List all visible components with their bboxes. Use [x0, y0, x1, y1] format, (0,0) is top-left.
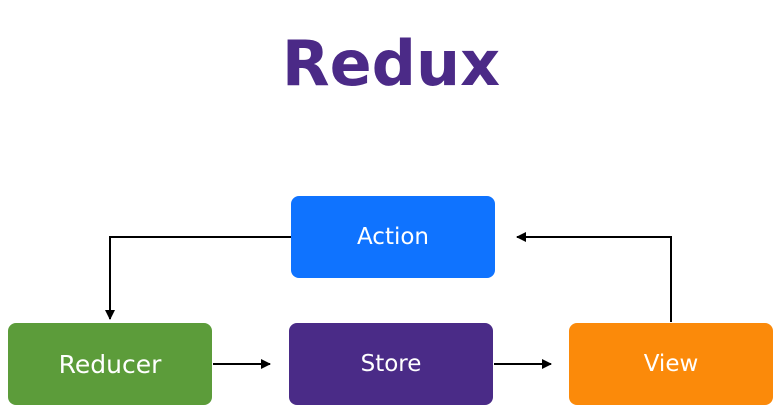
store-label: Store	[360, 351, 422, 377]
store-node: Store	[289, 323, 493, 405]
view-node: View	[569, 323, 773, 405]
reducer-node: Reducer	[8, 323, 212, 405]
edge-action-to-reducer	[105, 236, 291, 320]
page-title: Redux	[281, 27, 501, 100]
edge-view-to-action	[516, 232, 672, 322]
action-node: Action	[291, 196, 495, 278]
reducer-label: Reducer	[58, 349, 162, 379]
action-label: Action	[356, 224, 430, 250]
view-label: View	[643, 351, 699, 377]
